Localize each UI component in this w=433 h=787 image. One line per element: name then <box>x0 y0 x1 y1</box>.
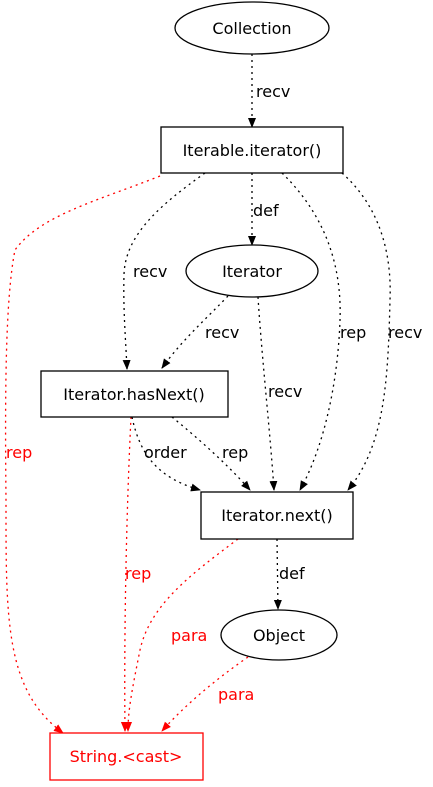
label-iterable-next-recv: recv <box>388 323 422 342</box>
label-next-object: def <box>279 564 305 583</box>
node-collection-label: Collection <box>212 19 291 38</box>
node-has-next-label: Iterator.hasNext() <box>63 385 205 404</box>
node-object[interactable]: Object <box>220 609 338 661</box>
label-hasnext-string-rep: rep <box>125 564 151 583</box>
edge-iterable-hasnext <box>122 172 206 370</box>
label-hasnext-next-rep: rep <box>222 443 248 462</box>
node-string-cast[interactable]: String.<cast> <box>49 732 204 781</box>
label-object-string-para: para <box>218 685 254 704</box>
label-iterable-iterator: def <box>253 201 279 220</box>
edge-iterable-next-rep <box>281 172 341 491</box>
edge-object-string-para <box>161 656 249 732</box>
edge-iterable-next-recv <box>341 172 391 491</box>
edge-iterator-hasnext <box>161 295 229 369</box>
label-iterable-next-rep: rep <box>340 323 366 342</box>
edge-iterator-next <box>257 296 278 491</box>
node-iterator-label: Iterator <box>222 262 282 281</box>
edge-hasnext-string-rep <box>120 416 132 732</box>
label-iterable-hasnext: recv <box>133 262 167 281</box>
edge-next-string-para <box>124 538 239 732</box>
label-iterator-next: recv <box>268 382 302 401</box>
node-next-label: Iterator.next() <box>221 506 332 525</box>
node-next[interactable]: Iterator.next() <box>200 491 354 540</box>
label-next-string-para: para <box>171 626 207 645</box>
edge-hasnext-next-rep <box>171 416 251 491</box>
node-iterator[interactable]: Iterator <box>185 244 319 298</box>
edges <box>4 54 391 734</box>
label-iterable-string-rep: rep <box>6 443 32 462</box>
nodes: Collection Iterable.iterator() Iterator … <box>40 1 354 781</box>
edge-next-object <box>273 538 282 610</box>
node-collection[interactable]: Collection <box>174 1 330 55</box>
node-has-next[interactable]: Iterator.hasNext() <box>40 370 229 418</box>
label-collection-iterable: recv <box>256 82 290 101</box>
label-hasnext-next-order: order <box>144 443 187 462</box>
node-string-cast-label: String.<cast> <box>70 747 183 766</box>
node-iterable-iterator-label: Iterable.iterator() <box>183 141 322 160</box>
label-iterator-hasnext: recv <box>205 323 239 342</box>
node-object-label: Object <box>253 626 305 645</box>
node-iterable-iterator[interactable]: Iterable.iterator() <box>160 126 344 174</box>
edge-labels: recv def recv rep recv recv recv order r… <box>6 82 422 704</box>
